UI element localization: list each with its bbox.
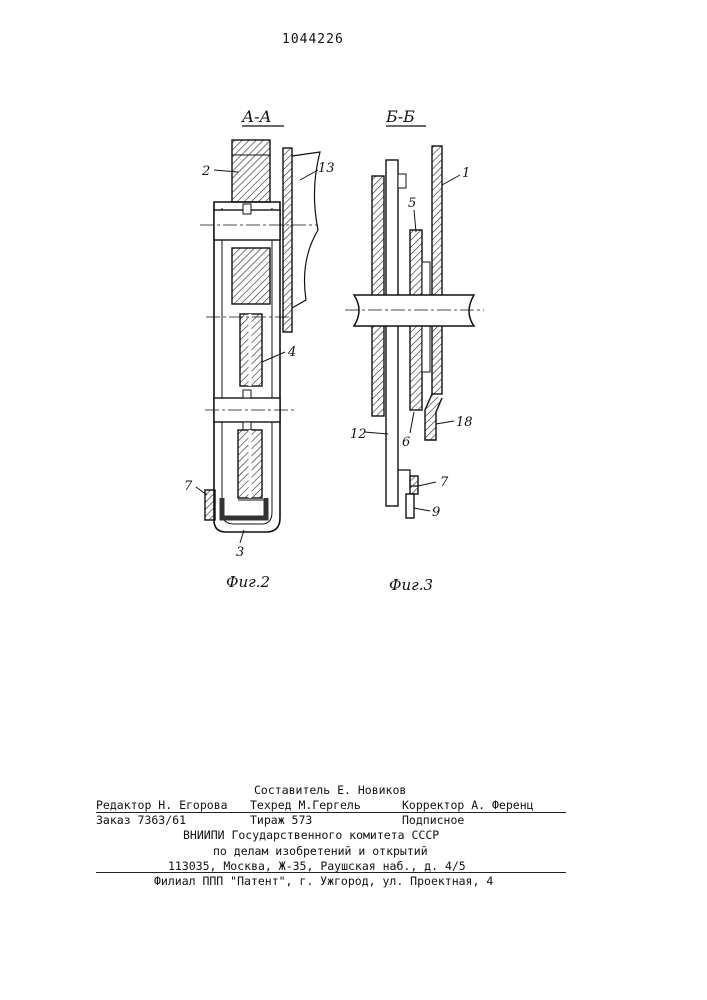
label-7-fig3: 7 bbox=[440, 475, 449, 490]
figure-3-caption: Фиг.3 bbox=[389, 576, 433, 594]
editor-line: Редактор Н. Егорова bbox=[96, 798, 228, 812]
corrector-line: Корректор А. Ференц bbox=[402, 798, 534, 812]
label-6: 6 bbox=[402, 435, 410, 450]
label-4: 4 bbox=[287, 345, 296, 360]
middle-block bbox=[232, 248, 270, 304]
colophon-rule-2 bbox=[96, 872, 566, 873]
label-12: 12 bbox=[350, 427, 367, 442]
organization-line-1: ВНИИПИ Государственного комитета СССР bbox=[183, 828, 439, 842]
figure-2-drawing bbox=[200, 140, 320, 532]
part-7-fig3 bbox=[410, 476, 418, 494]
label-9: 9 bbox=[432, 505, 440, 520]
part-9-pin bbox=[406, 494, 414, 518]
figure-2-caption: Фиг.2 bbox=[226, 573, 270, 591]
label-7-fig2: 7 bbox=[184, 479, 193, 494]
address-line: 113035, Москва, Ж-35, Раушская наб., д. … bbox=[168, 859, 466, 873]
organization-line-2: по делам изобретений и открытий bbox=[213, 844, 428, 858]
label-2: 2 bbox=[201, 164, 210, 179]
part-1-plate bbox=[432, 146, 442, 394]
label-13: 13 bbox=[318, 161, 335, 176]
compiler-line: Составитель Е. Новиков bbox=[254, 783, 406, 797]
label-5: 5 bbox=[408, 196, 416, 211]
part-12-strip bbox=[386, 160, 398, 506]
fig3-shaft bbox=[354, 295, 474, 326]
part-2-block bbox=[232, 140, 270, 202]
label-18: 18 bbox=[456, 415, 473, 430]
label-3: 3 bbox=[236, 545, 244, 560]
part-13-plate bbox=[283, 148, 292, 332]
circulation-line: Тираж 573 bbox=[250, 813, 312, 827]
tech-editor-line: Техред М.Гергель bbox=[250, 798, 361, 812]
label-1: 1 bbox=[462, 166, 470, 181]
part-18-tab bbox=[425, 394, 442, 440]
order-line: Заказ 7363/61 bbox=[96, 813, 186, 827]
subscription-line: Подписное bbox=[402, 813, 464, 827]
branch-line: Филиал ППП "Патент", г. Ужгород, ул. Про… bbox=[154, 874, 493, 888]
